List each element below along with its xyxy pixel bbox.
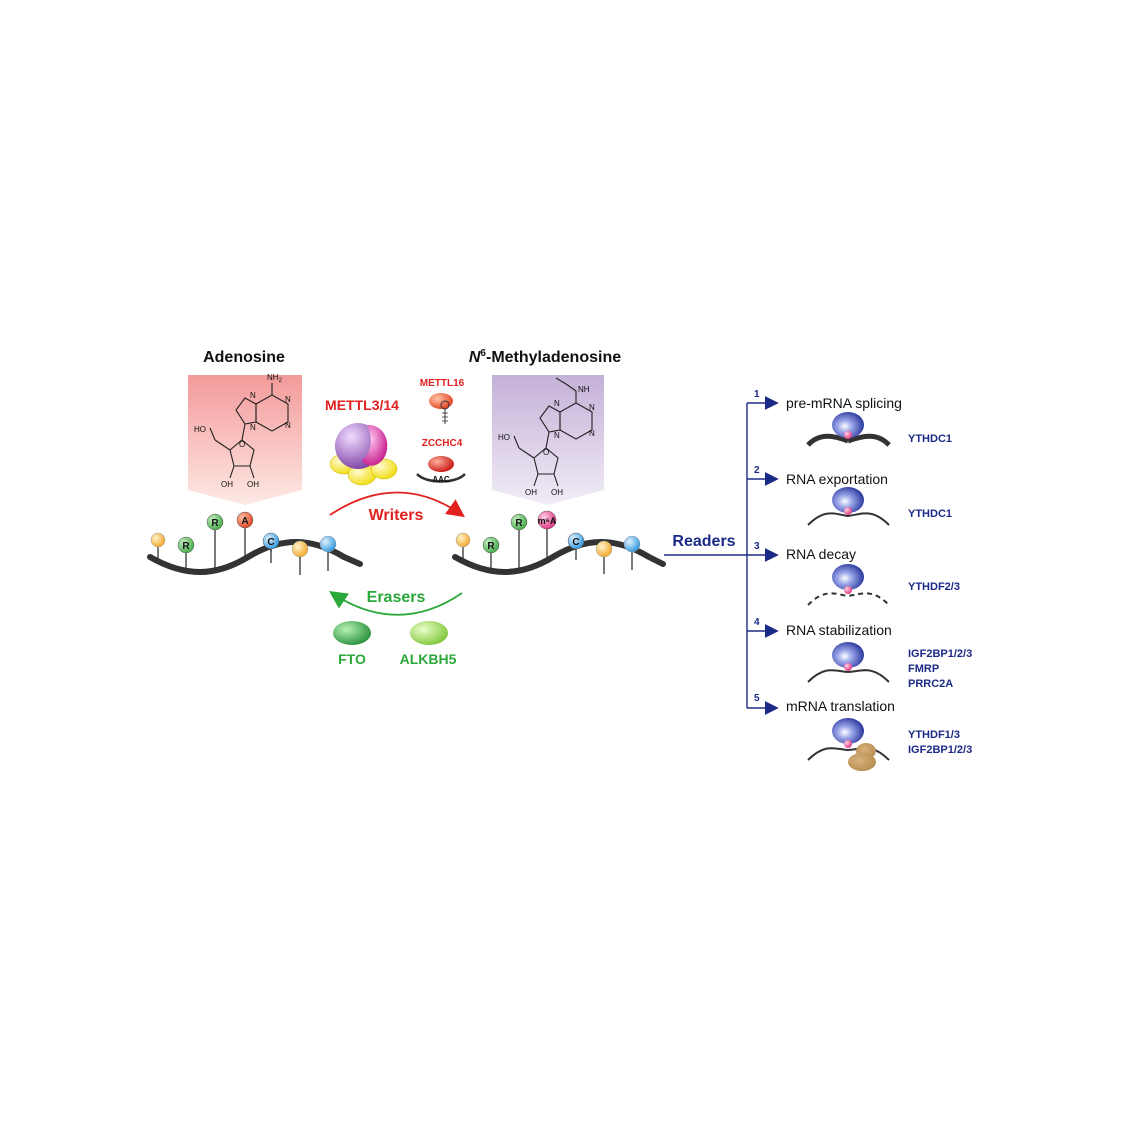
adenosine-n2: N [285, 421, 291, 430]
nucleotide-m6a: m⁶A [538, 510, 557, 560]
reader-protein: YTHDC1 [908, 433, 952, 445]
nucleotide-a: A [236, 511, 254, 529]
reader-process: RNA stabilization [786, 622, 892, 638]
svg-text:C: C [572, 537, 579, 548]
reader-rna-decay: 3 RNA decay YTHDF2/3 [754, 541, 960, 606]
reader-rna-exportation: 2 RNA exportation YTHDC1 [754, 465, 952, 526]
m6a-n3: N [554, 399, 560, 408]
svg-text:AAC: AAC [432, 475, 450, 484]
adenosine-n4: N [250, 423, 256, 432]
nucleotide-r-r-2: R [510, 513, 528, 568]
writers-label: Writers [369, 507, 424, 524]
reader-rna-stabilization: 4 RNA stabilization IGF2BP1/2/3 FMRP PRR… [754, 617, 972, 690]
writers-arrow [329, 491, 465, 518]
adenosine-oh-right: OH [247, 480, 259, 489]
reader-protein: YTHDC1 [908, 508, 952, 520]
adenosine-title: Adenosine [203, 349, 285, 366]
fto-protein [333, 621, 371, 645]
zcchc4-protein: AAC [416, 456, 466, 484]
adenosine-oh-left: OH [221, 480, 233, 489]
reader-protein: YTHDF2/3 [908, 581, 960, 593]
adenosine-nh2: NH2 [267, 373, 283, 384]
alkbh5-protein [410, 621, 448, 645]
reader-number: 5 [754, 693, 760, 704]
svg-text:m⁶A: m⁶A [538, 516, 557, 526]
nucleotide-r-r-1: R [482, 536, 500, 572]
m6a-nh: NH [578, 385, 590, 394]
adenosine-n3: N [250, 391, 256, 400]
reader-process: mRNA translation [786, 698, 895, 714]
reader-process: pre-mRNA splicing [786, 395, 902, 411]
adenosine-ho: HO [194, 425, 206, 434]
m6a-structure [513, 377, 593, 487]
mettl16-label: METTL16 [420, 378, 465, 389]
svg-text:A: A [241, 516, 248, 527]
adenosine-o: O [239, 440, 245, 449]
erasers-arrow [329, 590, 463, 616]
svg-text:R: R [487, 541, 495, 552]
m6a-n2: N [589, 429, 595, 438]
reader-pre-mrna-splicing: 1 pre-mRNA splicing YTHDC1 [754, 389, 952, 447]
reader-protein: IGF2BP1/2/3 [908, 648, 972, 660]
nucleotide-r-c: C [567, 532, 585, 560]
fto-label: FTO [338, 651, 366, 667]
ribosome-icon [848, 743, 876, 771]
readers-tree [664, 396, 779, 715]
reader-protein: YTHDF1/3 [908, 729, 960, 741]
m6a-ho: HO [498, 433, 510, 442]
svg-text:C: C [267, 537, 274, 548]
reader-process: RNA decay [786, 546, 856, 562]
nucleotide-r-1: R [177, 536, 195, 554]
svg-text:R: R [211, 518, 219, 529]
m6a-title: N6-Methyladenosine [469, 348, 621, 366]
nucleotide-c: C [262, 532, 280, 563]
adenosine-structure [209, 383, 289, 479]
nucleotide-r-2: R [206, 513, 224, 531]
alkbh5-label: ALKBH5 [400, 651, 457, 667]
m6a-oh-left: OH [525, 488, 537, 497]
zcchc4-label: ZCCHC4 [422, 438, 463, 449]
reader-protein: IGF2BP1/2/3 [908, 744, 972, 756]
reader-number: 4 [754, 617, 760, 628]
nucleotide-r-orange-2 [595, 540, 613, 574]
nucleotide-blue-1 [319, 535, 337, 571]
nucleotide-orange-1 [150, 532, 166, 548]
reader-number: 2 [754, 465, 760, 476]
adenosine-n1: N [285, 395, 291, 404]
reader-process: RNA exportation [786, 471, 888, 487]
reader-number: 1 [754, 389, 760, 400]
reader-mrna-translation: 5 mRNA translation YTHDF1/3 IGF2BP1/2/3 [754, 693, 972, 771]
svg-text:R: R [515, 518, 523, 529]
m6a-n1: N [589, 403, 595, 412]
nucleotide-orange-2 [291, 540, 309, 575]
nucleotide-r-orange-1 [455, 532, 471, 562]
mettl16-protein [429, 393, 453, 424]
m6a-o: O [543, 448, 549, 457]
adenosine-panel [188, 375, 302, 505]
m6a-oh-right: OH [551, 488, 563, 497]
reader-protein: FMRP [908, 663, 939, 675]
reader-number: 3 [754, 541, 760, 552]
nucleotide-r-blue [623, 535, 641, 570]
erasers-label: Erasers [367, 589, 426, 606]
mettl3-14-label: METTL3/14 [325, 397, 399, 413]
svg-text:R: R [182, 541, 190, 552]
m6a-n4: N [554, 431, 560, 440]
mettl3-14-complex [329, 423, 398, 486]
readers-label: Readers [672, 533, 735, 550]
reader-protein: PRRC2A [908, 678, 953, 690]
